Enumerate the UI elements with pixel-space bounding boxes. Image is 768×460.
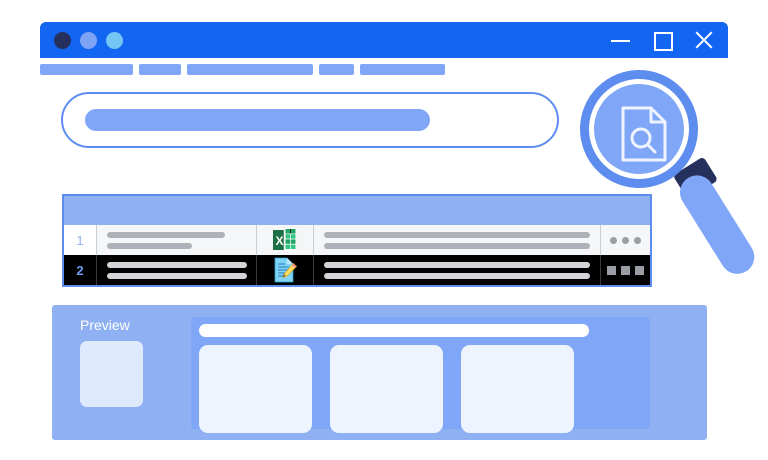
- magnifier-ring: [580, 70, 698, 188]
- preview-card-3[interactable]: [461, 345, 574, 433]
- preview-card-1[interactable]: [199, 345, 312, 433]
- minimize-dot[interactable]: [80, 31, 97, 49]
- row-name-cell: [97, 255, 257, 285]
- preview-title-bar: [199, 324, 589, 337]
- row-detail-cell: [314, 255, 601, 285]
- menu-item-1[interactable]: [40, 64, 133, 75]
- text-placeholder-line: [107, 261, 247, 268]
- preview-panel: Preview: [52, 305, 707, 440]
- menu-item-5[interactable]: [360, 64, 445, 75]
- window-titlebar: [40, 22, 728, 58]
- text-placeholder-line: [324, 231, 590, 238]
- close-icon[interactable]: [694, 30, 714, 50]
- table-row[interactable]: 1: [64, 225, 650, 255]
- close-dot[interactable]: [54, 31, 71, 49]
- text-placeholder-line: [107, 242, 192, 249]
- text-placeholder-line: [324, 272, 590, 279]
- file-type-cell: X: [257, 225, 314, 255]
- grid-option-icon[interactable]: [635, 265, 644, 275]
- preview-content-area: [191, 317, 650, 433]
- text-placeholder-line: [107, 231, 225, 238]
- magnifier-lens: [594, 84, 684, 174]
- file-type-cell: [257, 255, 314, 285]
- more-options-icon[interactable]: [610, 236, 617, 244]
- more-options-icon[interactable]: [622, 236, 629, 244]
- minimize-icon[interactable]: [610, 30, 630, 50]
- menu-item-4[interactable]: [319, 64, 354, 75]
- application-window: 1: [40, 22, 761, 287]
- text-placeholder-line: [324, 261, 590, 268]
- magnifier-collar: [672, 156, 719, 200]
- row-detail-cell: [314, 225, 601, 255]
- preview-label: Preview: [80, 317, 130, 333]
- row-number: 2: [64, 255, 97, 285]
- document-search-icon: [621, 106, 667, 162]
- row-actions-menu[interactable]: [601, 225, 650, 255]
- menubar: [40, 64, 445, 75]
- svg-text:X: X: [275, 234, 283, 248]
- grid-option-icon[interactable]: [621, 265, 630, 275]
- row-number: 1: [64, 225, 97, 255]
- preview-card-2[interactable]: [330, 345, 443, 433]
- window-controls: [610, 22, 714, 58]
- zoom-dot[interactable]: [106, 31, 123, 49]
- results-table: 1: [62, 194, 652, 287]
- document-edit-icon: [274, 257, 297, 283]
- text-placeholder-line: [107, 272, 247, 279]
- magnifier-handle: [673, 168, 761, 281]
- preview-thumbnail[interactable]: [80, 341, 143, 407]
- text-placeholder-line: [324, 242, 590, 249]
- maximize-icon[interactable]: [652, 30, 673, 51]
- search-input[interactable]: [85, 109, 430, 131]
- menu-item-2[interactable]: [139, 64, 181, 75]
- traffic-light-group: [54, 31, 123, 49]
- search-bar[interactable]: [61, 92, 559, 148]
- table-header-row: [64, 196, 650, 225]
- table-row[interactable]: 2: [64, 255, 650, 285]
- more-options-icon[interactable]: [634, 236, 641, 244]
- row-actions-menu[interactable]: [601, 255, 650, 285]
- excel-file-icon: X: [273, 227, 297, 253]
- row-name-cell: [97, 225, 257, 255]
- grid-option-icon[interactable]: [607, 265, 616, 275]
- menu-item-3[interactable]: [187, 64, 313, 75]
- preview-card-list: [199, 345, 574, 433]
